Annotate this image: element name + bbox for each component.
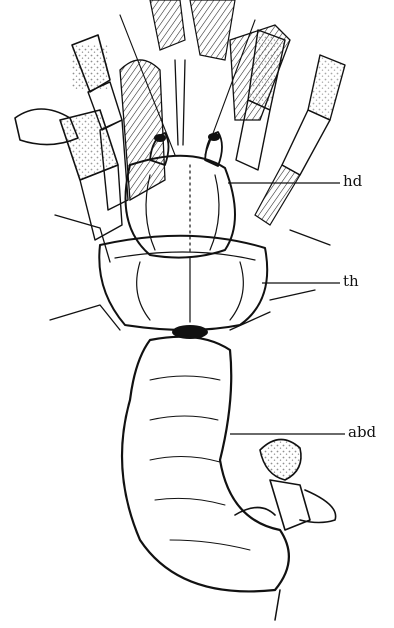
abdomen (122, 337, 289, 592)
label-abdomen: abd (348, 425, 376, 440)
trailing-appendage (275, 590, 280, 620)
leader-lines (228, 183, 345, 434)
left-cheliped (15, 109, 122, 240)
center-top-appendages (150, 0, 235, 60)
label-head: hd (343, 174, 362, 189)
label-thorax: th (343, 274, 359, 289)
thorax (99, 236, 267, 330)
